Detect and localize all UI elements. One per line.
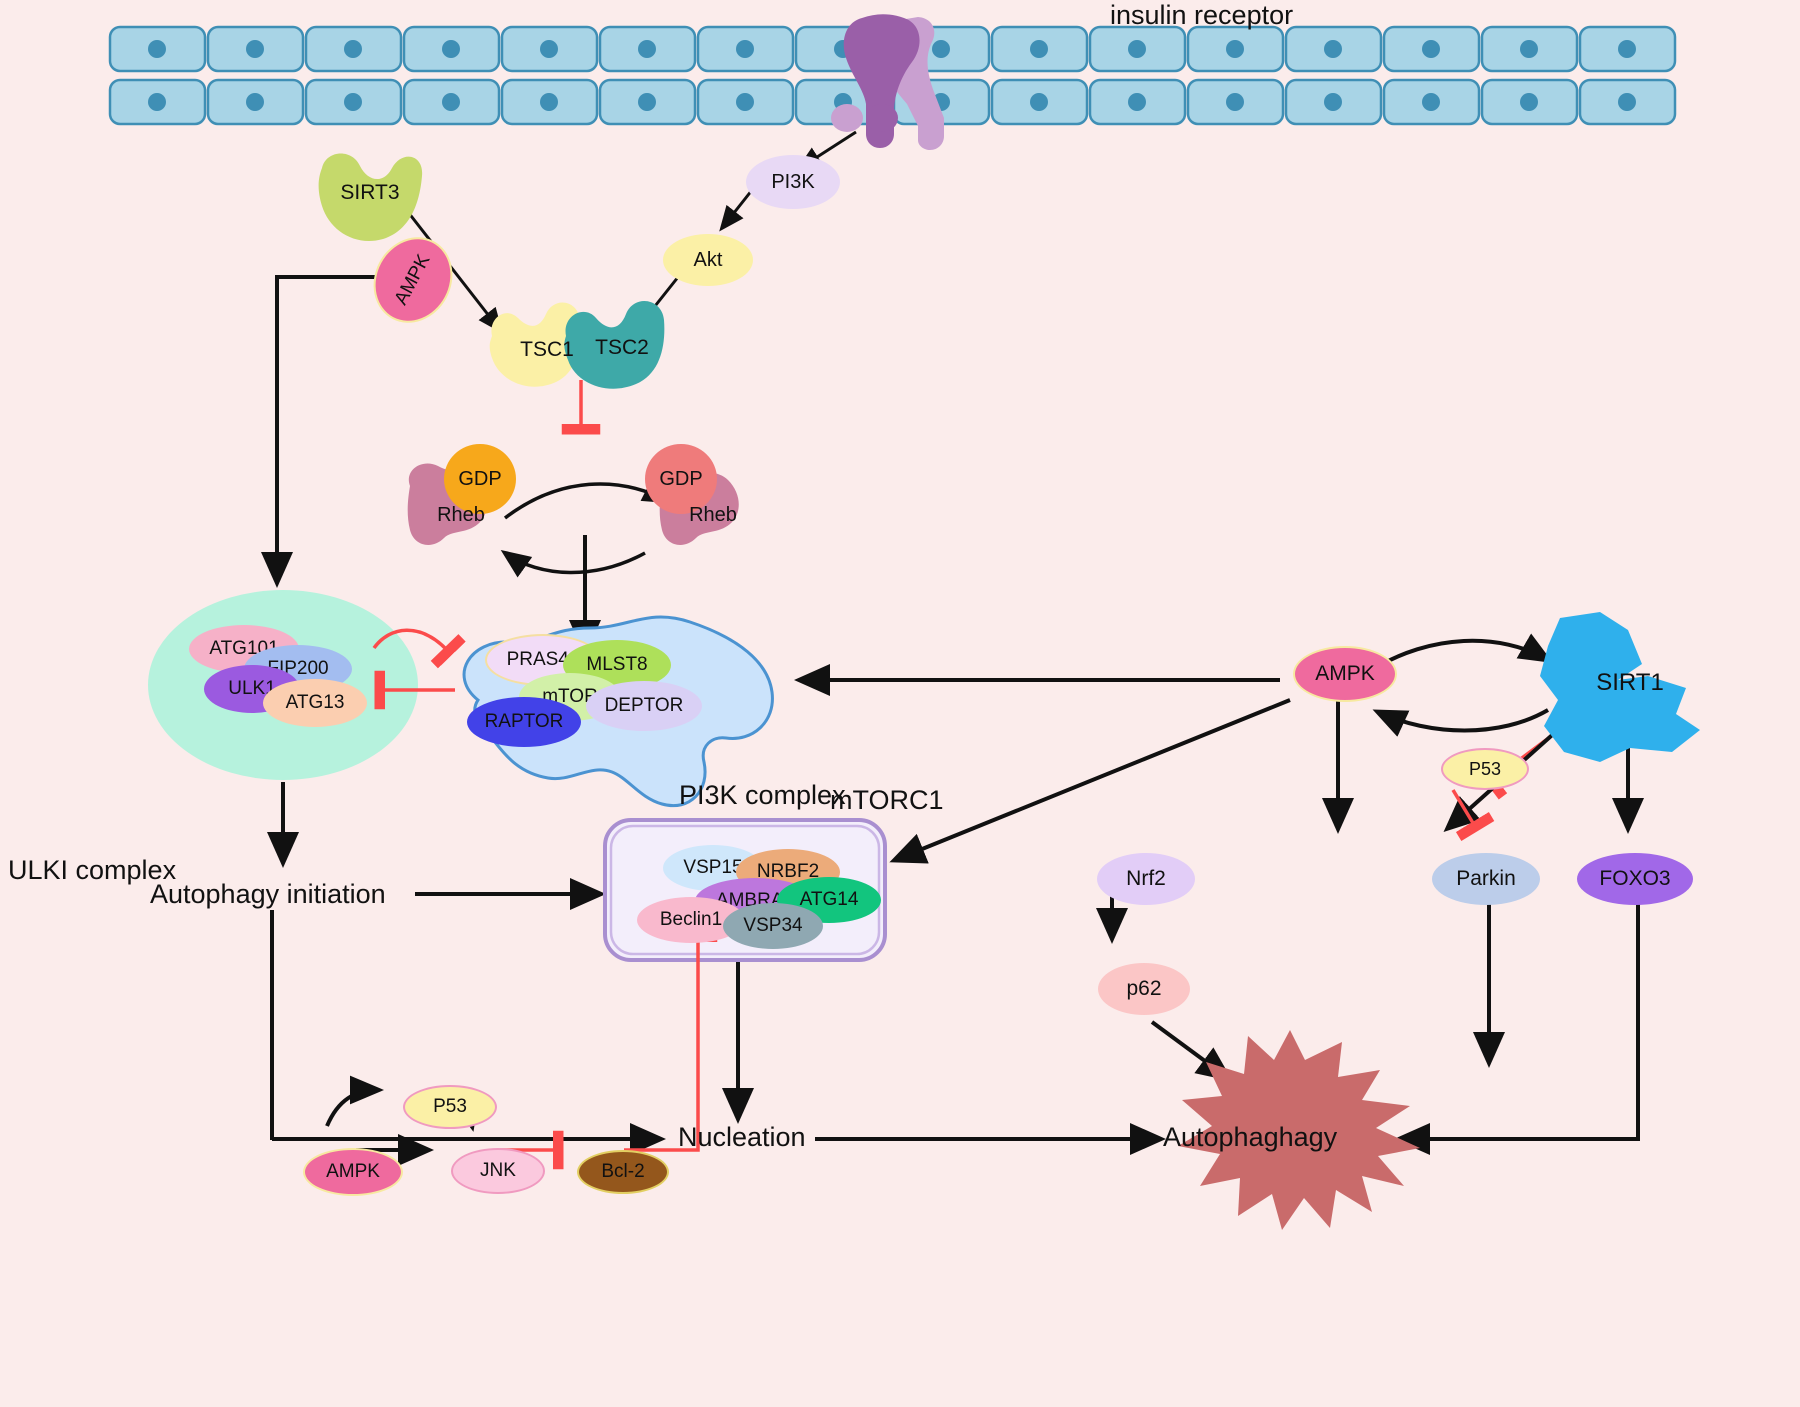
node-label-atg14: ATG14 [799, 889, 859, 910]
node-label-ampk_bottom: AMPK [326, 1161, 380, 1182]
node-gdp_right[interactable]: GDP [645, 444, 717, 514]
node-vsp34[interactable]: VSP34 [723, 903, 823, 949]
node-p53_bottom[interactable]: P53 [403, 1085, 497, 1129]
node-label-foxo3: FOXO3 [1599, 867, 1671, 890]
node-gdp_left[interactable]: GDP [444, 444, 516, 514]
node-label-sirt3: SIRT3 [340, 181, 400, 204]
node-label-pi3k: PI3K [771, 170, 815, 193]
node-label-ampk_top: AMPK [390, 251, 435, 309]
autophagy-label: Autophaghagy [1163, 1122, 1338, 1152]
node-ampk_right[interactable]: AMPK [1293, 646, 1397, 702]
edge-ampk-ulk [261, 275, 384, 588]
node-label-raptor: RAPTOR [484, 711, 564, 732]
node-label-rheb_right: Rheb [689, 503, 737, 526]
node-akt[interactable]: Akt [663, 234, 753, 286]
edge-sirt1-to-ampk [1372, 708, 1550, 737]
node-ampk_bottom[interactable]: AMPK [303, 1148, 403, 1196]
node-label-p53_bottom: P53 [433, 1096, 467, 1117]
node-label-pras40: PRAS40 [506, 649, 580, 670]
node-label-rheb_left: Rheb [437, 503, 485, 526]
edge-mtorc1-inhibits-ulk-curve [372, 628, 466, 669]
node-rheb_left[interactable]: Rheb [411, 481, 511, 549]
node-foxo3[interactable]: FOXO3 [1577, 853, 1693, 905]
ulk-complex-label: ULKI complex [8, 855, 177, 885]
edge-foxo3-autophagosome [1394, 882, 1640, 1155]
nucleation-label: Nucleation [678, 1122, 806, 1152]
node-label-beclin1: Beclin1 [659, 909, 723, 930]
node-label-tsc1: TSC1 [520, 338, 574, 361]
node-p53_right[interactable]: P53 [1441, 748, 1529, 790]
node-sirt3[interactable]: SIRT3 [322, 150, 418, 236]
node-label-tsc2: TSC2 [595, 336, 649, 359]
node-rheb_right[interactable]: Rheb [663, 481, 763, 549]
node-tsc2[interactable]: TSC2 [567, 308, 677, 388]
pi3k-complex-label: PI3K complex [679, 780, 846, 810]
node-label-mlst8: MLST8 [586, 654, 648, 675]
insulin-receptor-icon [831, 14, 944, 150]
node-label-vsp34: VSP34 [743, 915, 803, 936]
node-p62[interactable]: p62 [1098, 963, 1190, 1015]
node-nrf2[interactable]: Nrf2 [1097, 853, 1195, 905]
node-deptor[interactable]: DEPTOR [586, 681, 702, 731]
node-label-parkin: Parkin [1456, 867, 1516, 890]
node-label-deptor: DEPTOR [604, 695, 684, 716]
edge-bcl2-inhibits-beclin1 [624, 931, 718, 1152]
node-sirt1[interactable]: SIRT1 [1565, 625, 1695, 741]
node-label-ulk1: ULK1 [228, 678, 276, 699]
node-parkin[interactable]: Parkin [1432, 853, 1540, 905]
node-label-ampk_right: AMPK [1315, 662, 1375, 685]
edge-ampk-pi3k-complex [889, 698, 1291, 864]
autophagy-initiation-label: Autophagy initiation [150, 879, 386, 909]
mtorc1-label: mTORC1 [830, 785, 944, 815]
edge-p53-inhibits-parkin [1451, 789, 1495, 841]
node-label-gdp_right: GDP [659, 467, 703, 490]
node-label-sirt1: SIRT1 [1596, 669, 1664, 696]
node-tsc1[interactable]: TSC1 [495, 310, 599, 390]
node-label-akt: Akt [693, 248, 723, 271]
node-label-vsp15: VSP15 [683, 857, 743, 878]
autophagosome [1178, 1030, 1420, 1230]
node-label-gdp_left: GDP [458, 467, 502, 490]
node-pi3k[interactable]: PI3K [746, 155, 840, 209]
edge-ampk-to-sirt1 [1370, 633, 1554, 672]
node-label-p62: p62 [1126, 977, 1162, 1000]
node-label-p53_right: P53 [1468, 758, 1502, 779]
node-label-nrf2: Nrf2 [1126, 867, 1166, 890]
edge-rheb-cycle-forward [503, 478, 673, 520]
node-label-nrbf2: NRBF2 [756, 861, 820, 882]
node-raptor[interactable]: RAPTOR [467, 697, 581, 747]
edge-rheb-cycle-back [500, 549, 646, 578]
node-label-bcl2: Bcl-2 [601, 1161, 645, 1182]
edge-ampk-p53-bottom [325, 1075, 384, 1127]
node-bcl2[interactable]: Bcl-2 [577, 1150, 669, 1194]
node-label-jnk: JNK [480, 1160, 516, 1181]
edge-sirt3-tsc [406, 211, 503, 334]
node-atg13[interactable]: ATG13 [263, 679, 367, 727]
node-jnk[interactable]: JNK [451, 1148, 545, 1194]
node-label-atg13: ATG13 [285, 692, 345, 713]
insulin-receptor-label: insulin receptor [1110, 0, 1294, 30]
